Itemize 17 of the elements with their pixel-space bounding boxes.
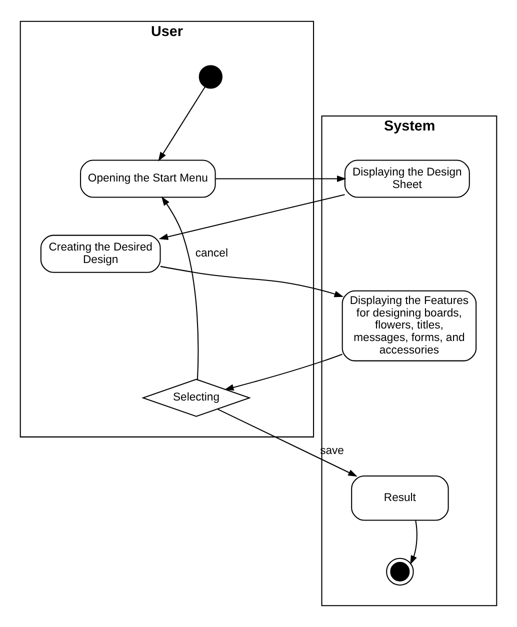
arrow: [158, 194, 345, 240]
arrow: [160, 266, 344, 298]
node-box: Displaying the Design Sheet: [344, 160, 470, 198]
node-diamond: Selecting: [141, 378, 252, 417]
node-box: Result: [351, 476, 449, 521]
arrow: [410, 520, 418, 565]
node-circle: [198, 65, 222, 89]
arrow: [216, 176, 346, 182]
arrow: [224, 354, 342, 391]
arrow: [217, 408, 358, 477]
node-box: Displaying the Features for designing boards, flowers, titles, messages, forms, and accessories: [342, 290, 477, 362]
node-box: Opening the Start Menu: [80, 160, 216, 198]
node-box: Creating the Desired Design: [40, 234, 161, 273]
arrow: [161, 196, 199, 380]
arrow: [158, 86, 206, 162]
node-circle: [386, 558, 414, 586]
edge-label: cancel: [195, 248, 228, 260]
